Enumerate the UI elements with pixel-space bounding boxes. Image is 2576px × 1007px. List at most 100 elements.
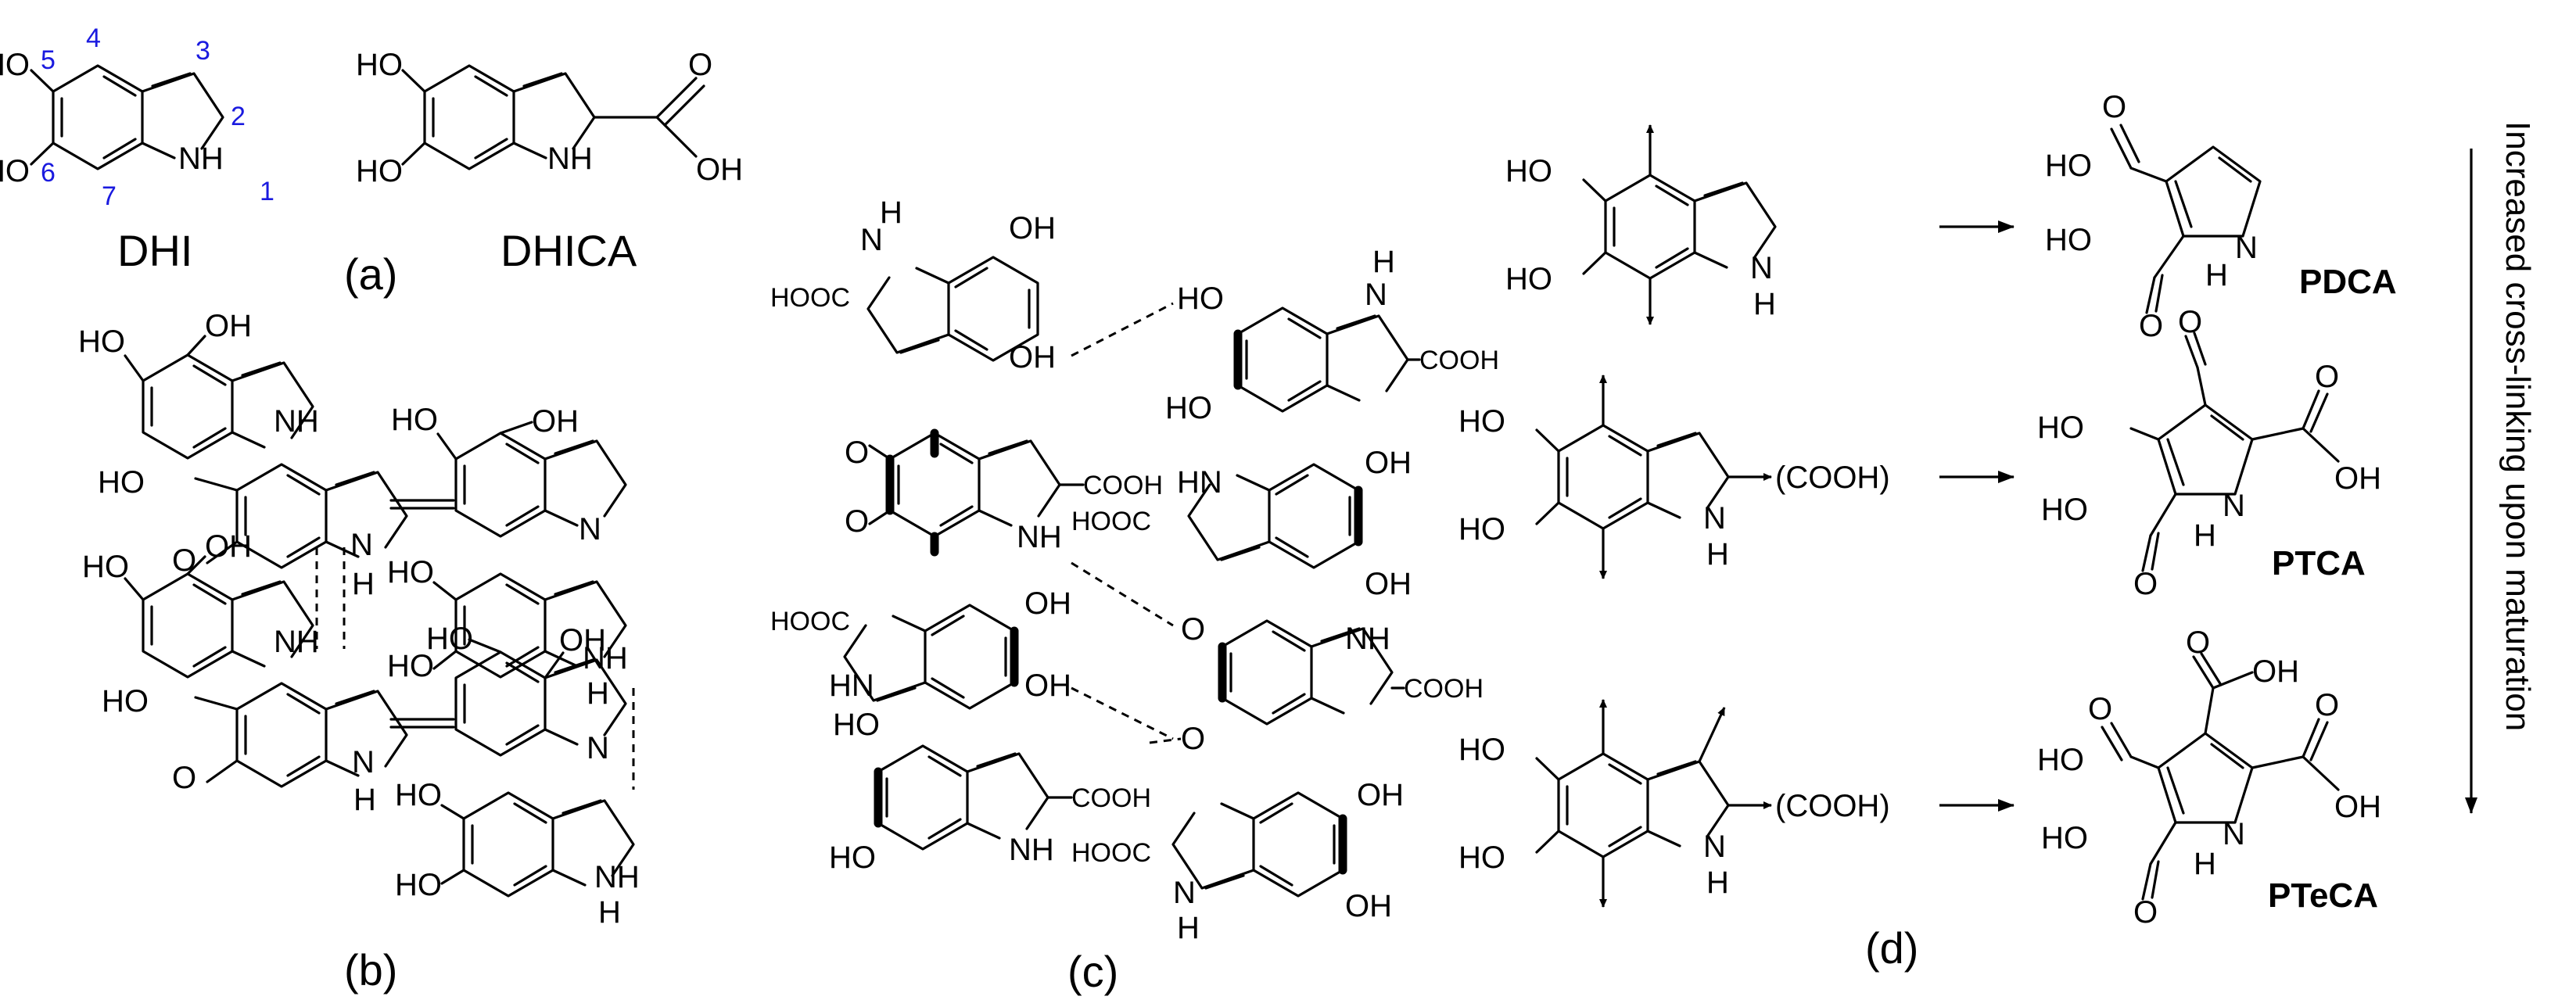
svg-text:H: H: [1177, 911, 1200, 945]
svg-text:HO: HO: [387, 555, 434, 590]
product-pteca: PTeCA: [2268, 876, 2378, 915]
svg-text:O: O: [2133, 895, 2158, 930]
svg-text:N: N: [1365, 278, 1387, 312]
svg-text:HO: HO: [829, 840, 876, 875]
oxidation-row-dhica: HO HO N H (COOH) O HO O OH HO: [1458, 305, 2381, 601]
svg-text:HO: HO: [387, 649, 434, 683]
svg-text:H: H: [1706, 865, 1729, 900]
svg-text:OH: OH: [1357, 778, 1404, 812]
dhi-position-4: 4: [86, 23, 101, 53]
svg-text:OH: OH: [1024, 668, 1071, 703]
svg-text:HOOC: HOOC: [770, 283, 850, 313]
carboxyl-substituent-1: (COOH): [1775, 460, 1890, 495]
svg-text:HO: HO: [1165, 391, 1212, 425]
panel-a-label: (a): [344, 249, 397, 299]
dhi-position-2: 2: [231, 102, 246, 131]
hbond-column-left: OH OH H N HOOC O O NH COOH OH OH HN HOOC…: [770, 195, 1163, 875]
svg-text:N: N: [860, 223, 883, 257]
svg-text:N: N: [579, 512, 601, 547]
svg-text:NH: NH: [274, 404, 319, 439]
svg-text:NH: NH: [1009, 833, 1054, 867]
svg-text:H: H: [598, 895, 621, 930]
svg-text:N: N: [587, 731, 609, 765]
svg-text:HO: HO: [1458, 733, 1505, 767]
svg-text:O: O: [2088, 692, 2112, 726]
svg-text:OH: OH: [2252, 654, 2299, 689]
svg-text:OH: OH: [1009, 340, 1056, 374]
svg-text:HO: HO: [395, 778, 442, 812]
dhica-structure: HO HO NH O OH DHICA: [356, 48, 743, 275]
panel-c-label: (c): [1067, 947, 1118, 996]
dhi-hydroxyl-top: HO: [0, 48, 30, 82]
svg-text:O: O: [2186, 625, 2210, 660]
dhi-position-5: 5: [41, 45, 56, 75]
svg-text:H: H: [1372, 245, 1395, 279]
svg-text:O: O: [1181, 612, 1205, 647]
carboxyl-substituent-2: (COOH): [1775, 789, 1890, 823]
svg-text:COOH: COOH: [1071, 783, 1151, 813]
svg-text:HO: HO: [78, 324, 125, 359]
dhi-position-3: 3: [196, 36, 210, 66]
svg-text:OH: OH: [2334, 461, 2381, 496]
dhica-hydroxyl-bottom: HO: [356, 154, 403, 188]
svg-text:HOOC: HOOC: [1071, 838, 1151, 868]
dhi-structure: HO HO NH 1 2 3 4 5 6 7 DHI: [0, 23, 274, 275]
svg-text:H: H: [587, 676, 609, 711]
dhi-position-1: 1: [260, 177, 274, 206]
maturation-note: Increased cross-linking upon maturation: [2499, 121, 2537, 731]
svg-text:COOH: COOH: [1083, 471, 1163, 500]
svg-text:H: H: [1706, 537, 1729, 572]
svg-text:OH: OH: [205, 529, 252, 564]
oligomer-upper: HO OH NH HO O N H HO OH N HO HO NH H: [78, 309, 628, 711]
svg-text:O: O: [2102, 90, 2126, 124]
svg-text:O: O: [2133, 567, 2158, 601]
svg-text:H: H: [353, 783, 376, 817]
svg-text:HO: HO: [82, 550, 129, 584]
panel-c: OH OH H N HOOC O O NH COOH OH OH HN HOOC…: [770, 195, 1499, 996]
svg-text:HOOC: HOOC: [1071, 507, 1151, 536]
svg-text:H: H: [352, 567, 375, 601]
svg-text:HO: HO: [1458, 404, 1505, 439]
svg-text:HN: HN: [1177, 465, 1222, 500]
svg-text:HO: HO: [2041, 821, 2088, 855]
svg-text:HO: HO: [2045, 149, 2092, 183]
svg-text:O: O: [1181, 722, 1205, 756]
product-ptca: PTCA: [2272, 544, 2366, 582]
svg-text:HO: HO: [1505, 262, 1552, 296]
svg-text:N: N: [350, 528, 373, 562]
svg-text:HN: HN: [829, 668, 874, 703]
hbond-column-right: HO HO N H COOH OH OH HN HOOC O O NH COOH…: [1071, 245, 1499, 945]
svg-text:H: H: [1753, 287, 1776, 321]
svg-text:OH: OH: [1024, 586, 1071, 621]
svg-text:O: O: [2139, 309, 2163, 343]
svg-text:OH: OH: [205, 309, 252, 343]
svg-text:COOH: COOH: [1419, 346, 1499, 375]
svg-text:O: O: [2315, 688, 2339, 722]
dhi-hydroxyl-bottom: HO: [0, 154, 30, 188]
dhi-position-7: 7: [102, 181, 117, 211]
svg-text:O: O: [2178, 305, 2202, 339]
panel-b-label: (b): [344, 945, 397, 994]
svg-text:HO: HO: [2037, 410, 2084, 445]
svg-text:OH: OH: [1365, 446, 1412, 480]
svg-text:H: H: [2194, 847, 2216, 881]
svg-text:HO: HO: [1177, 281, 1224, 316]
panel-d-label: (d): [1865, 923, 1918, 973]
dhica-hydroxyl-acid: OH: [696, 152, 743, 187]
panel-b: HO OH NH HO O N H HO OH N HO HO NH H: [78, 309, 640, 994]
svg-text:HO: HO: [833, 708, 880, 742]
svg-text:O: O: [845, 435, 869, 470]
dhica-nh: NH: [547, 142, 593, 176]
svg-text:HO: HO: [1505, 154, 1552, 188]
svg-text:N: N: [2223, 817, 2245, 851]
svg-text:H: H: [880, 195, 902, 230]
svg-text:N: N: [2235, 231, 2258, 265]
dhica-carbonyl-o: O: [688, 48, 712, 82]
oligomer-lower: HO OH NH HO O N H HO OH N HO HO NH H: [82, 529, 640, 930]
svg-text:OH: OH: [1345, 889, 1392, 923]
svg-text:NH: NH: [1017, 520, 1062, 554]
dhica-hydroxyl-top: HO: [356, 48, 403, 82]
svg-text:N: N: [1173, 876, 1196, 910]
svg-text:H: H: [2194, 518, 2216, 553]
